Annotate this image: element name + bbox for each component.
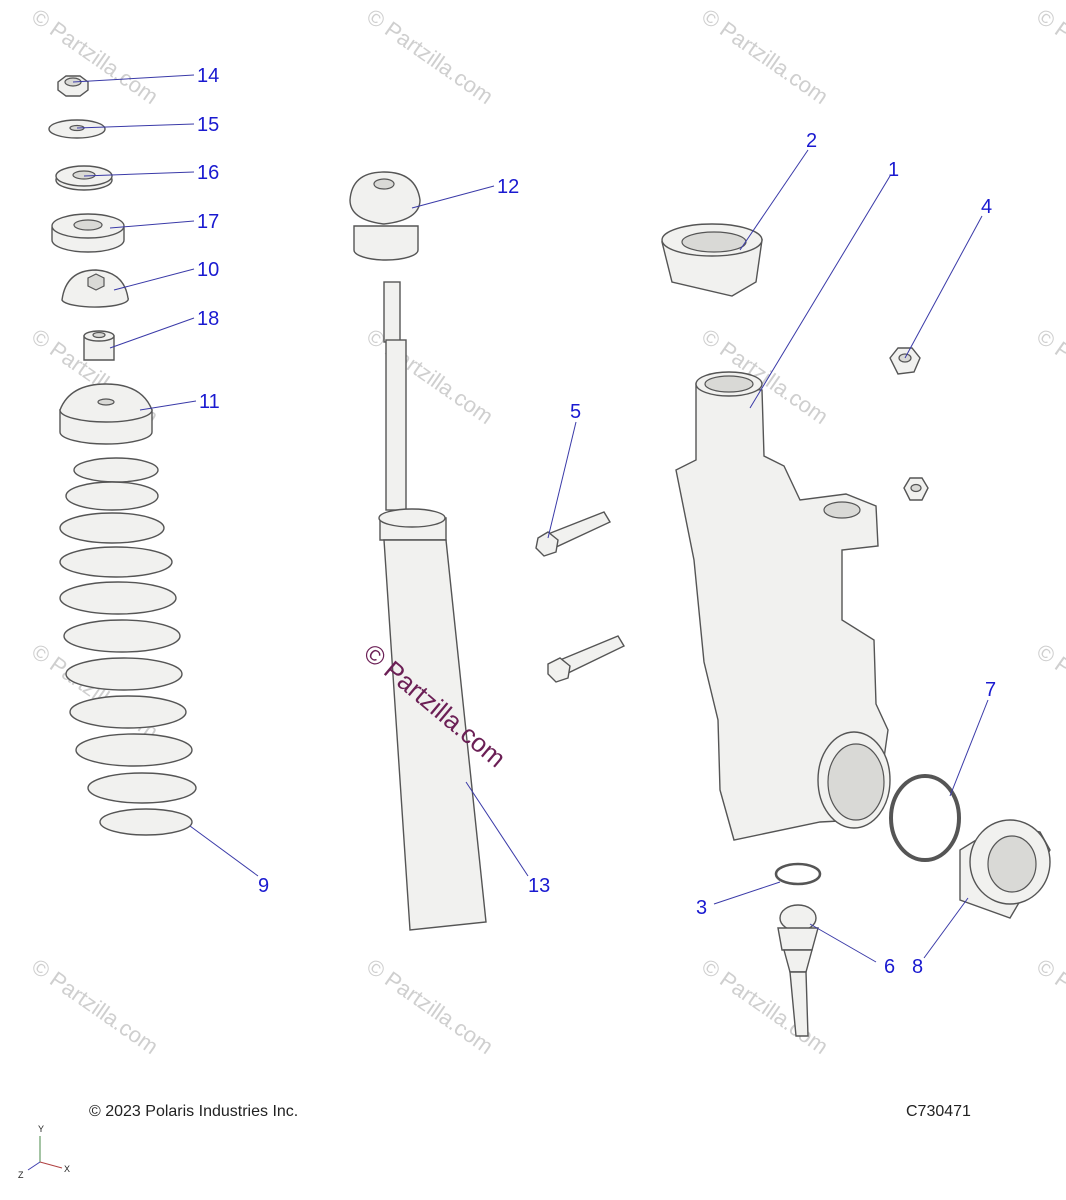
part-8-bearing — [959, 819, 1051, 919]
part-6-ball-joint — [777, 904, 819, 1037]
callout-4: 4 — [981, 196, 992, 218]
watermark: © Partzilla.com — [362, 324, 498, 430]
callout-8: 8 — [912, 956, 923, 978]
watermark: © Partzilla.com — [697, 954, 833, 1060]
part-16-washer — [55, 165, 113, 191]
callout-12: 12 — [497, 176, 519, 198]
watermark: © Partzilla.com — [27, 639, 163, 745]
callout-1: 1 — [888, 159, 899, 181]
callout-9: 9 — [258, 875, 269, 897]
callout-10: 10 — [197, 259, 219, 281]
axis-triad: Y X Z — [18, 1124, 70, 1180]
part-17-bushing — [51, 213, 125, 253]
part-5-bolt-upper — [535, 511, 612, 557]
callout-16: 16 — [197, 162, 219, 184]
callout-15: 15 — [197, 114, 219, 136]
part-10-cap — [61, 269, 129, 308]
part-9-coil-spring — [59, 457, 197, 836]
callout-6: 6 — [884, 956, 895, 978]
callout-17: 17 — [197, 211, 219, 233]
part-5-bolt-lower — [547, 635, 625, 683]
part-13-shock-absorber — [378, 281, 487, 931]
callout-11: 11 — [199, 391, 220, 413]
axis-x-label: X — [64, 1164, 70, 1174]
watermark: © Partzilla.com — [1032, 639, 1066, 745]
axis-z-label: Z — [18, 1170, 24, 1180]
leader-lines — [72, 74, 989, 963]
callout-5: 5 — [570, 401, 581, 423]
part-2-retainer — [661, 223, 763, 297]
part-7-snap-ring — [889, 774, 961, 862]
part-3-clip — [774, 862, 822, 886]
callout-3: 3 — [696, 897, 707, 919]
part-4-nut-lower — [903, 477, 929, 501]
part-14-nut — [57, 75, 89, 97]
part-1-steering-knuckle — [675, 371, 891, 841]
watermark: © Partzilla.com — [362, 954, 498, 1060]
callout-2: 2 — [806, 130, 817, 152]
watermark: © Partzilla.com — [697, 4, 833, 110]
watermark: © Partzilla.com — [362, 4, 498, 110]
copyright-notice: © 2023 Polaris Industries Inc. — [89, 1103, 299, 1120]
callout-7: 7 — [985, 679, 996, 701]
watermark: © Partzilla.com — [1032, 324, 1066, 430]
drawing-number: C730471 — [906, 1103, 971, 1120]
part-12-bump-stop — [349, 171, 421, 261]
callout-13: 13 — [528, 875, 550, 897]
part-4-nut-upper — [889, 347, 921, 375]
watermark: © Partzilla.com — [27, 4, 163, 110]
part-15-washer — [48, 119, 106, 139]
callout-numbers: 14 15 16 17 10 18 11 9 12 13 2 1 4 5 7 3… — [197, 65, 996, 978]
part-11-spring-seat — [59, 383, 153, 445]
watermark-grid: © Partzilla.com © Partzilla.com © Partzi… — [27, 4, 1066, 1060]
watermark: © Partzilla.com — [27, 954, 163, 1060]
watermark: © Partzilla.com — [1032, 4, 1066, 110]
part-18-sleeve — [83, 330, 115, 361]
callout-14: 14 — [197, 65, 219, 87]
callout-18: 18 — [197, 308, 219, 330]
axis-y-label: Y — [38, 1124, 44, 1134]
watermark: © Partzilla.com — [1032, 954, 1066, 1060]
